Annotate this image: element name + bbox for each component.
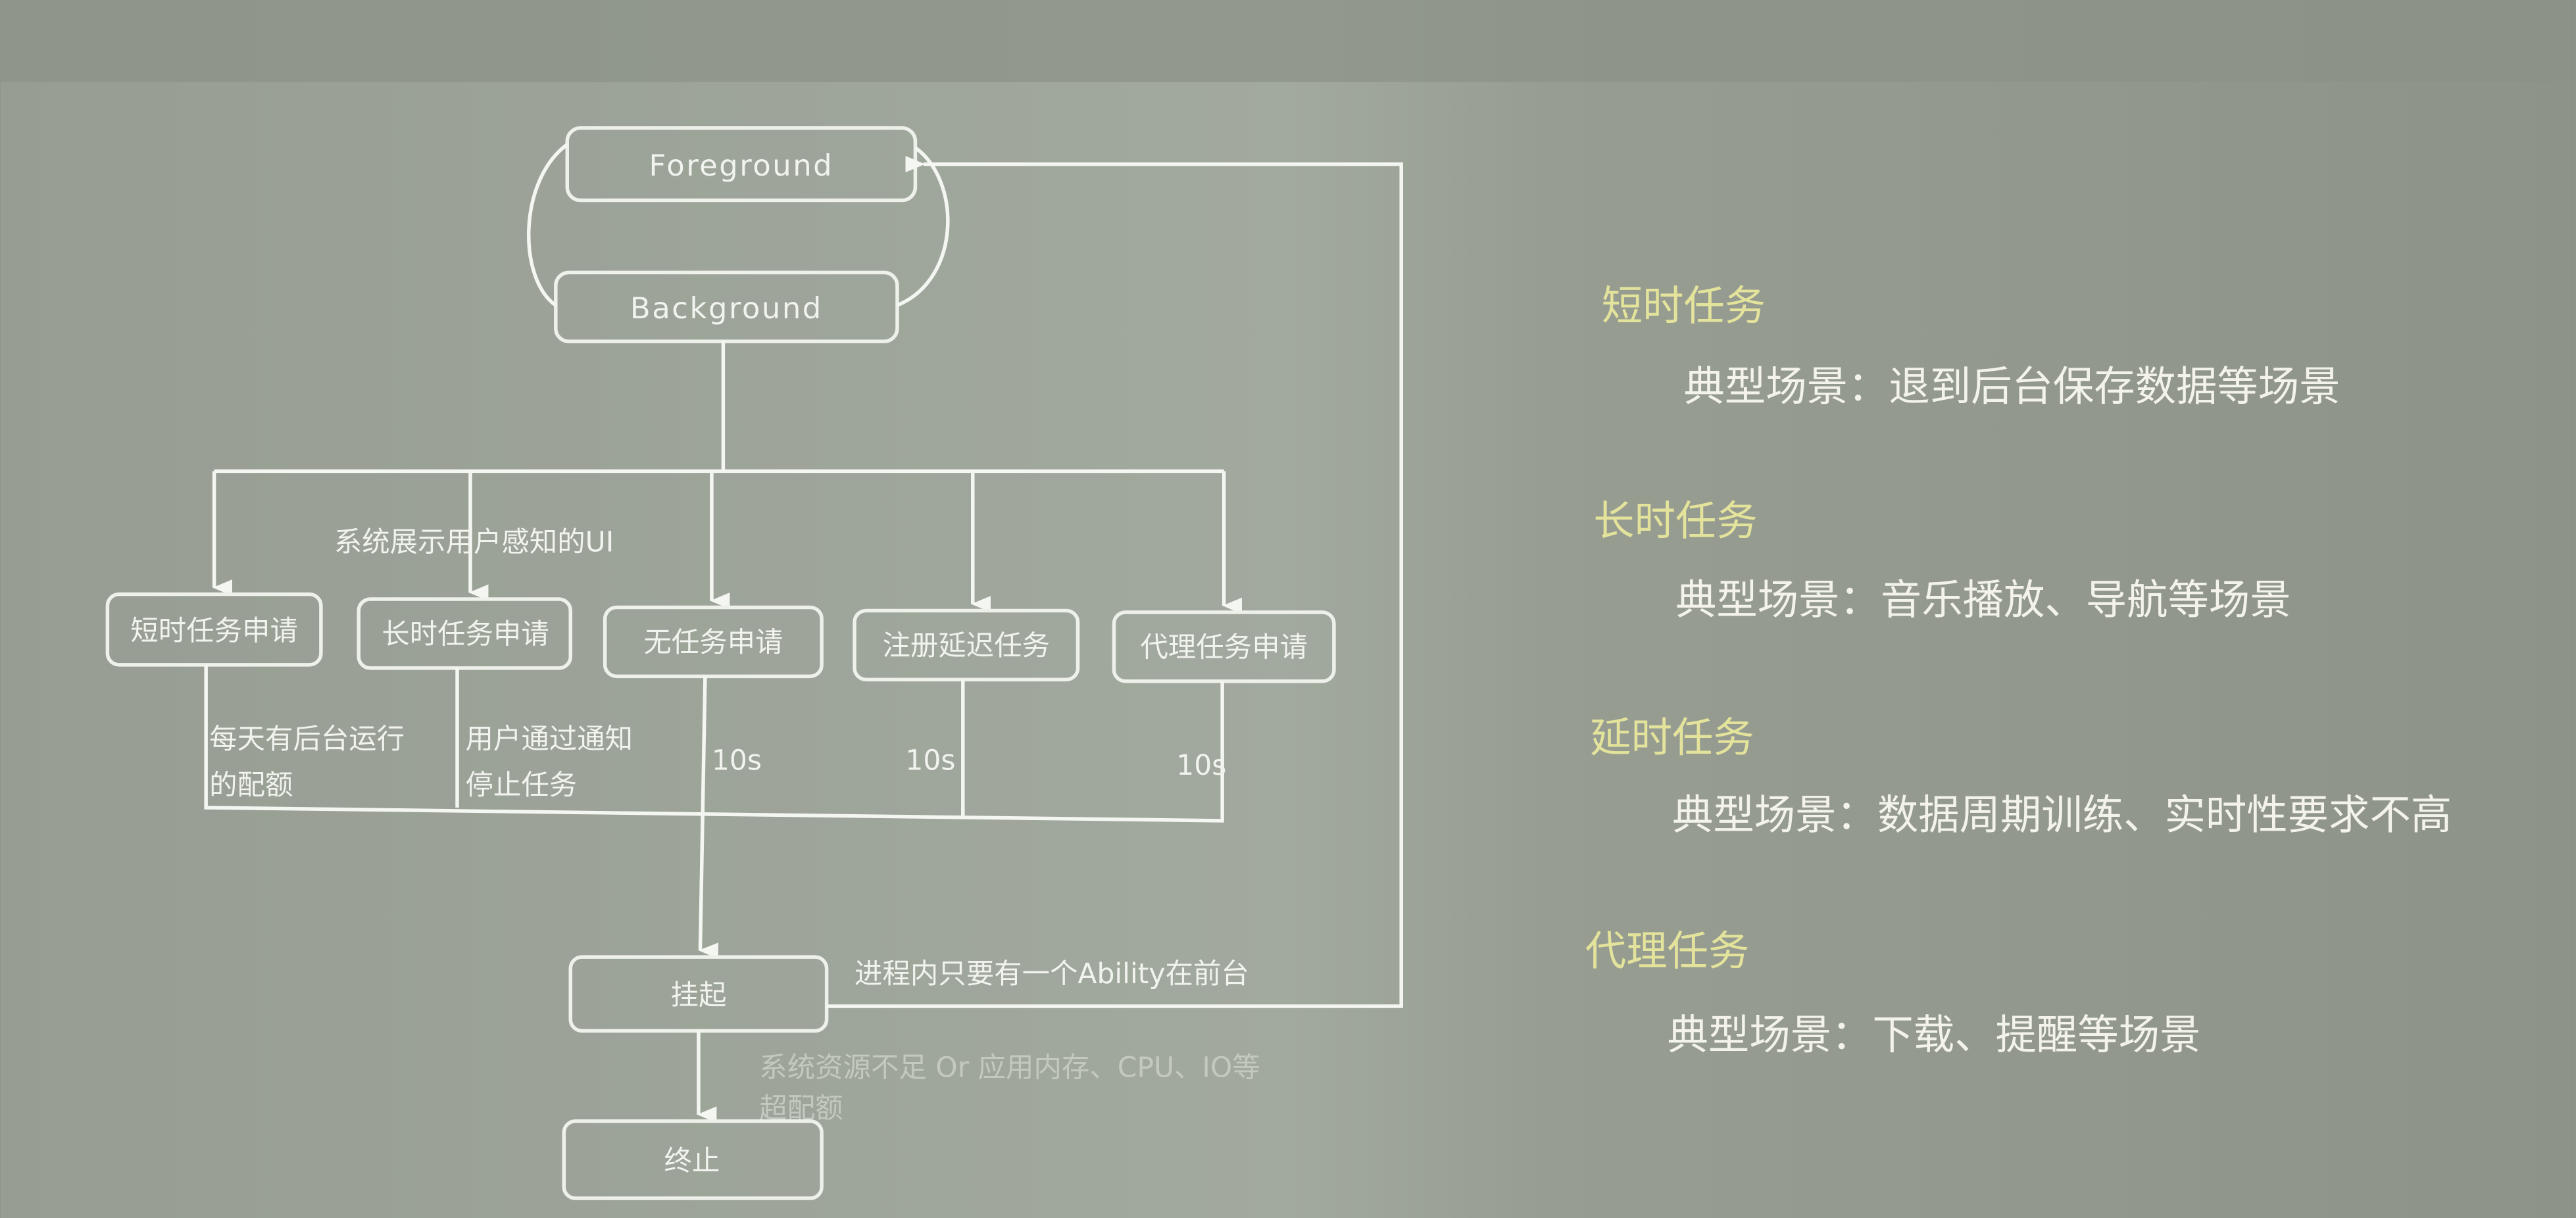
deferred-timeout: 10s (905, 745, 955, 777)
task-label: 注册延迟任务 (883, 630, 1051, 662)
background-node: Background (554, 270, 899, 343)
side-item-long: 长时任务 典型场景：音乐播放、导航等场景 (1593, 497, 2291, 624)
foreground-node: Foreground (565, 126, 918, 203)
kill-condition-label: 系统资源不足 Or 应用内存、CPU、IO等 (759, 1052, 1260, 1084)
side-item-deferred: 延时任务 典型场景：数据周期训练、实时性要求不高 (1590, 714, 2452, 839)
side-desc: 典型场景：数据周期训练、实时性要求不高 (1672, 791, 2452, 839)
task-node-deferred: 注册延迟任务 (853, 608, 1080, 682)
side-title: 延时任务 (1590, 714, 1754, 762)
side-item-proxy: 代理任务 典型场景：下载、提醒等场景 (1585, 927, 2201, 1059)
task-label: 代理任务申请 (1140, 631, 1308, 664)
short-task-note-2: 的配额 (209, 769, 293, 802)
side-desc: 典型场景：退到后台保存数据等场景 (1684, 362, 2341, 410)
side-title: 长时任务 (1593, 497, 1758, 545)
side-title: 代理任务 (1585, 927, 1750, 975)
side-desc: 典型场景：音乐播放、导航等场景 (1675, 575, 2291, 623)
side-desc: 典型场景：下载、提醒等场景 (1668, 1011, 2201, 1059)
side-title: 短时任务 (1602, 282, 1766, 330)
no-task-timeout: 10s (712, 745, 762, 777)
foreground-label: Foreground (649, 148, 834, 183)
merge-line (204, 664, 1224, 823)
task-label: 无任务申请 (643, 627, 783, 659)
task-node-short: 短时任务申请 (105, 592, 323, 667)
short-task-note: 每天有后台运行 (209, 723, 405, 756)
task-node-none: 无任务申请 (603, 605, 824, 679)
arrow-to-suspend (698, 676, 719, 960)
proxy-timeout: 10s (1176, 750, 1226, 782)
return-to-foreground-line (826, 156, 1403, 1008)
long-task-note-2: 停止任务 (466, 769, 578, 802)
task-node-long: 长时任务申请 (357, 597, 573, 670)
left-cycle-arc (527, 143, 568, 307)
terminate-label: 终止 (664, 1146, 720, 1178)
side-item-short: 短时任务 典型场景：退到后台保存数据等场景 (1602, 282, 2341, 410)
task-label: 长时任务申请 (382, 618, 549, 650)
background-label: Background (630, 291, 823, 326)
return-label: 进程内只要有一个Ability在前台 (855, 958, 1249, 990)
terminate-node: 终止 (562, 1119, 824, 1200)
suspend-label: 挂起 (671, 980, 727, 1012)
ui-label: 系统展示用户感知的UI (334, 527, 614, 559)
task-label: 短时任务申请 (130, 615, 298, 647)
long-task-note: 用户通过通知 (466, 723, 633, 756)
top-shadow (1, 0, 2575, 82)
